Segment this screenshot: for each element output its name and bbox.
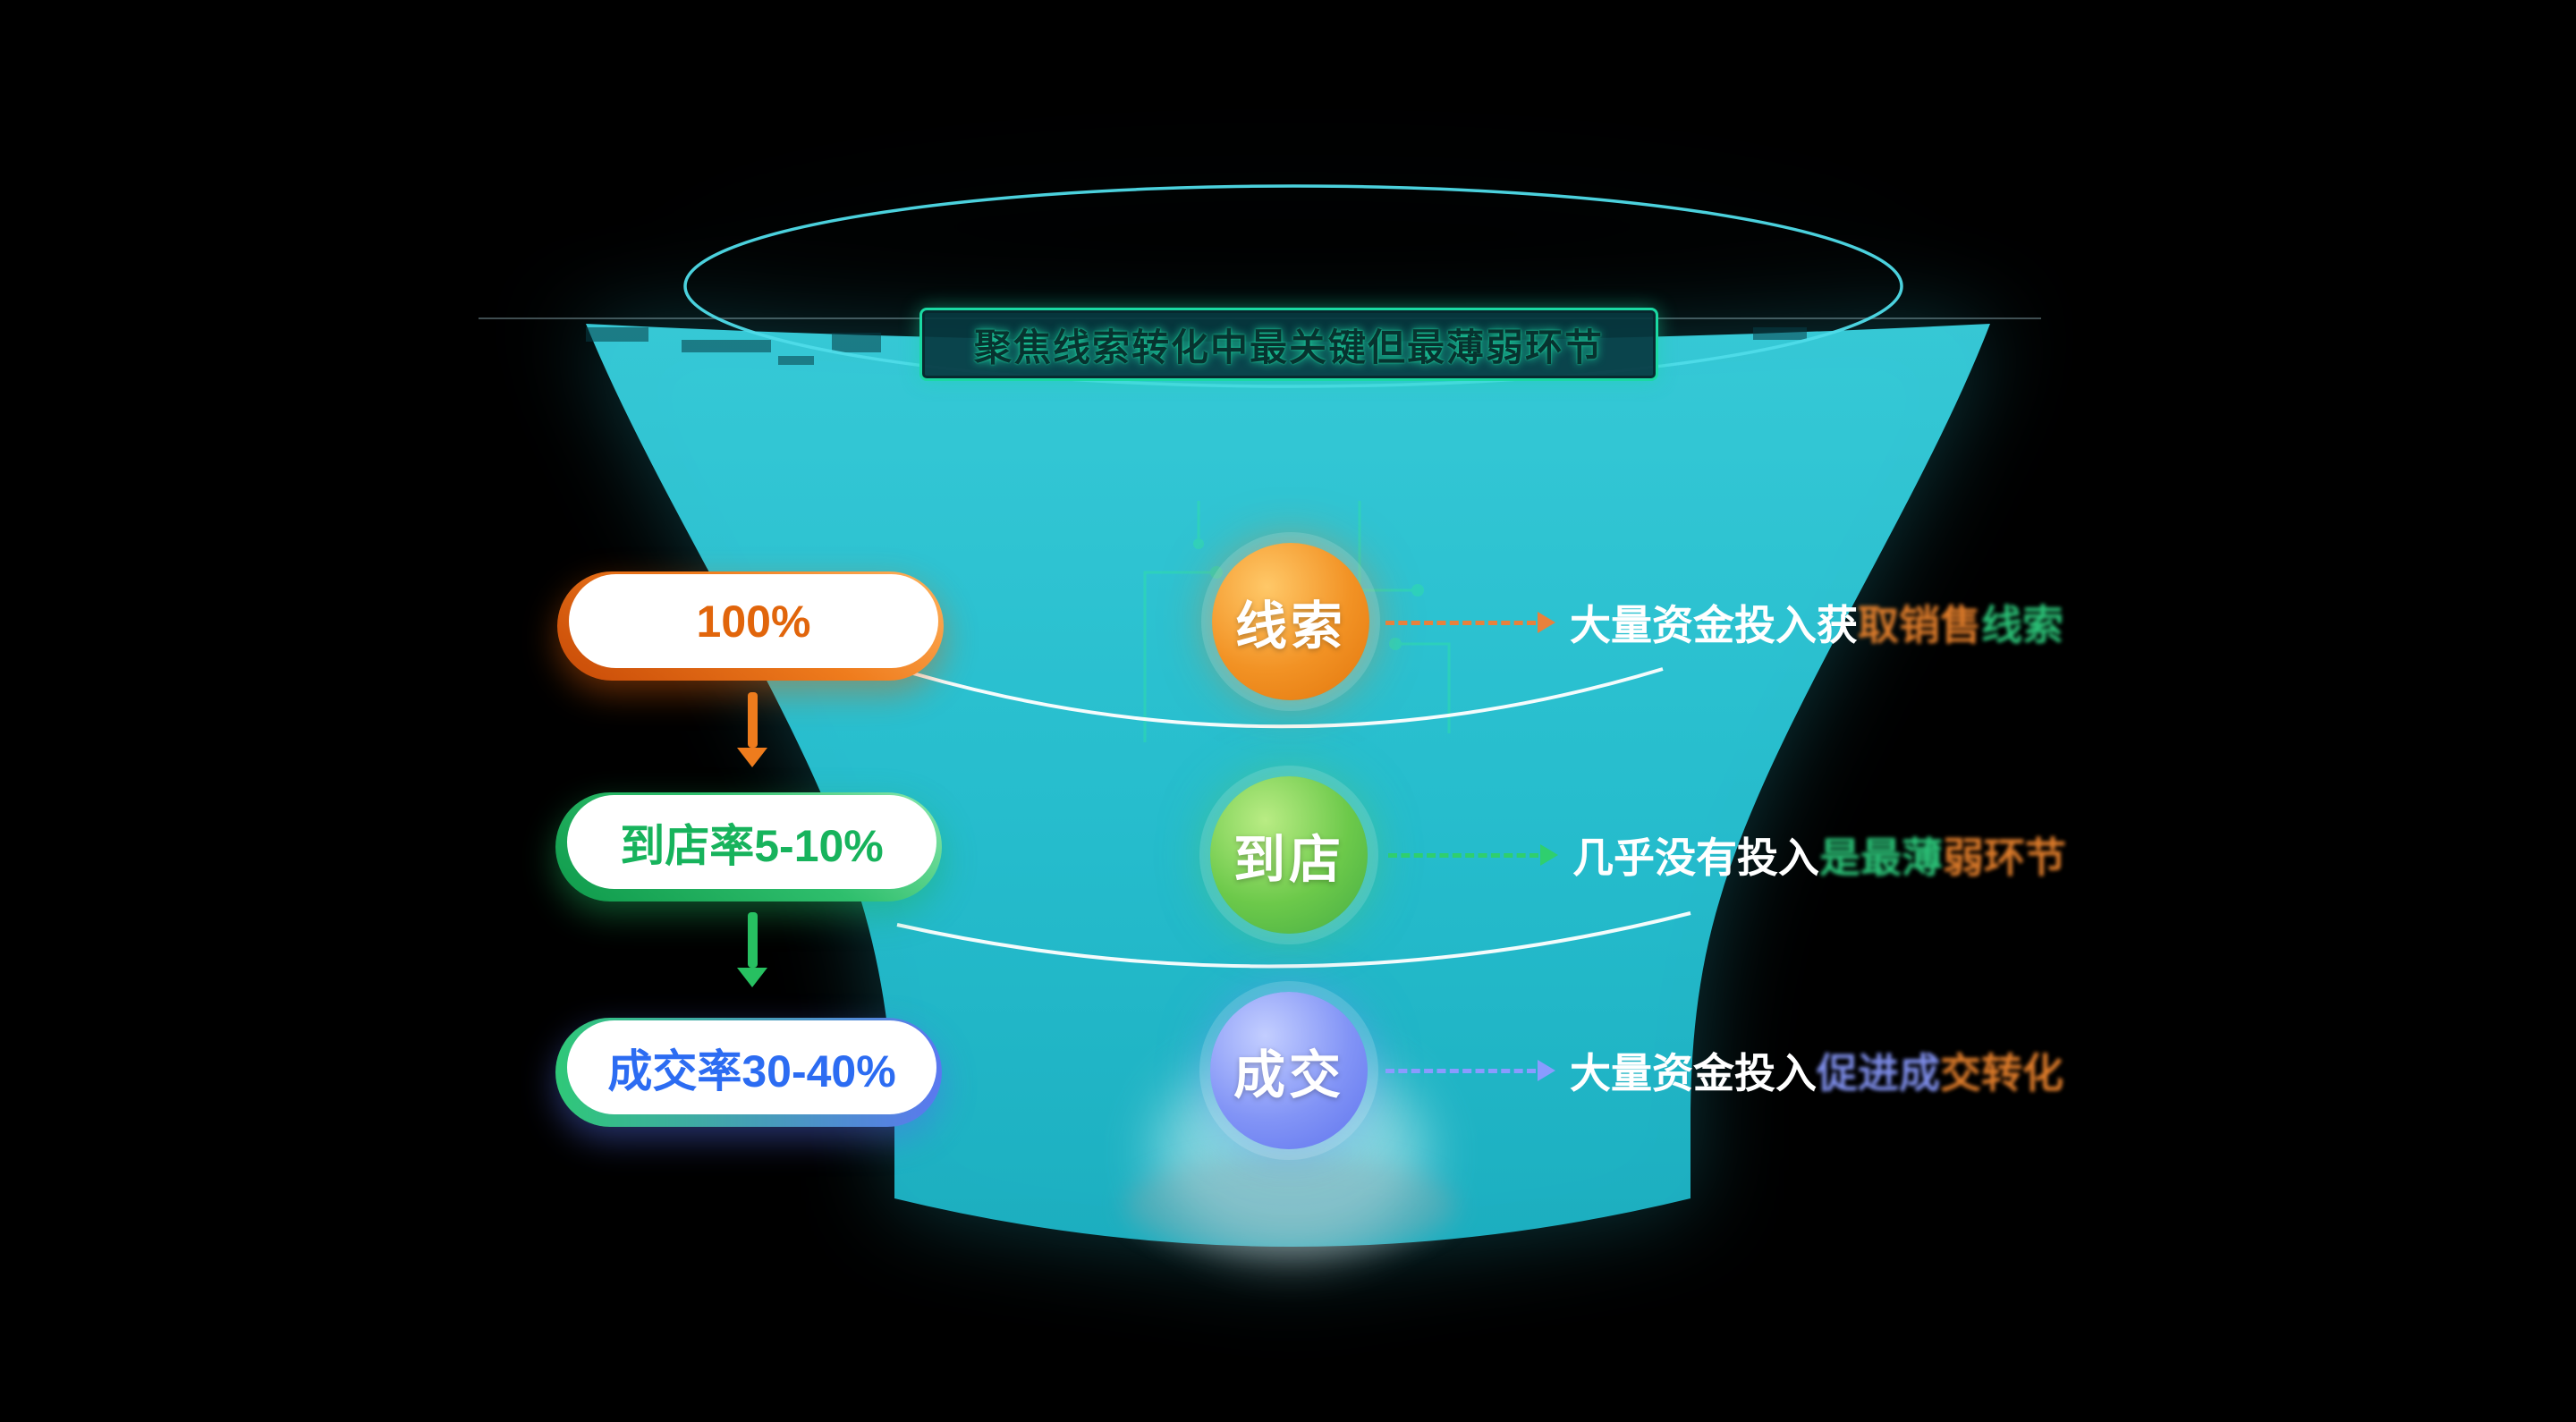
dashed-connector <box>1385 1068 1536 1073</box>
annotation-glitch-b: 线索 <box>1981 602 2063 648</box>
annotation-plain: 大量资金投入 <box>1570 1050 1817 1096</box>
funnel-rim <box>683 184 1903 388</box>
down-arrow-shaft <box>747 692 758 748</box>
down-arrow-head <box>737 748 767 767</box>
arrowhead-icon <box>1538 1060 1555 1081</box>
annotation-glitch-a: 促进成 <box>1817 1050 1940 1096</box>
down-arrow-icon <box>721 692 784 767</box>
divider-arc-1 <box>912 667 1664 729</box>
circuit-decor <box>1143 501 1451 742</box>
node-leads: 线索 <box>1212 543 1369 700</box>
divider-arc-2 <box>896 911 1691 969</box>
down-arrow-icon <box>721 912 784 987</box>
annotation-visit-text: 几乎没有投入是最薄弱环节 <box>1572 825 2066 885</box>
annotation-plain: 几乎没有投入 <box>1572 834 1819 881</box>
annotation-glitch-b: 弱环节 <box>1943 834 2066 881</box>
annotation-visit: 几乎没有投入是最薄弱环节 <box>1388 831 2066 881</box>
annotation-deal: 大量资金投入促进成交转化 <box>1385 1046 2063 1096</box>
bottom-shadow <box>1125 1156 1456 1255</box>
page-title: 聚焦线索转化中最关键但最薄弱环节 <box>973 326 1604 368</box>
down-arrow-shaft <box>747 912 758 968</box>
arrowhead-icon <box>1540 844 1558 866</box>
node-visit: 到店 <box>1210 776 1368 934</box>
annotation-leads-text: 大量资金投入获取销售线索 <box>1570 593 2063 652</box>
rate-pill-leads-inner: 100% <box>569 574 938 668</box>
dashed-connector <box>1388 852 1538 858</box>
annotation-leads: 大量资金投入获取销售线索 <box>1385 598 2063 648</box>
rate-pill-deal-inner: 成交率30-40% <box>567 1020 936 1114</box>
annotation-glitch-a: 取销售 <box>1858 602 1981 648</box>
rate-pill-visit: 到店率5-10% <box>555 792 942 901</box>
title-box: 聚焦线索转化中最关键但最薄弱环节 <box>919 308 1658 381</box>
rate-pill-deal: 成交率30-40% <box>555 1018 942 1127</box>
funnel-glitch-marks <box>586 327 1807 365</box>
node-deal: 成交 <box>1210 992 1368 1149</box>
rate-pill-visit-inner: 到店率5-10% <box>567 795 936 889</box>
arrowhead-icon <box>1538 612 1555 633</box>
rate-pill-deal-label: 成交率30-40% <box>607 1045 896 1096</box>
annotation-glitch-b: 交转化 <box>1940 1050 2063 1096</box>
annotation-glitch-a: 是最薄 <box>1819 834 1943 881</box>
annotation-deal-text: 大量资金投入促进成交转化 <box>1570 1041 2063 1100</box>
rate-pill-leads-label: 100% <box>696 596 811 647</box>
down-arrow-head <box>737 968 767 987</box>
annotation-plain: 大量资金投入获 <box>1570 602 1858 648</box>
dashed-connector <box>1385 620 1536 625</box>
rate-pill-leads: 100% <box>557 571 944 681</box>
rate-pill-visit-label: 到店率5-10% <box>620 820 884 871</box>
